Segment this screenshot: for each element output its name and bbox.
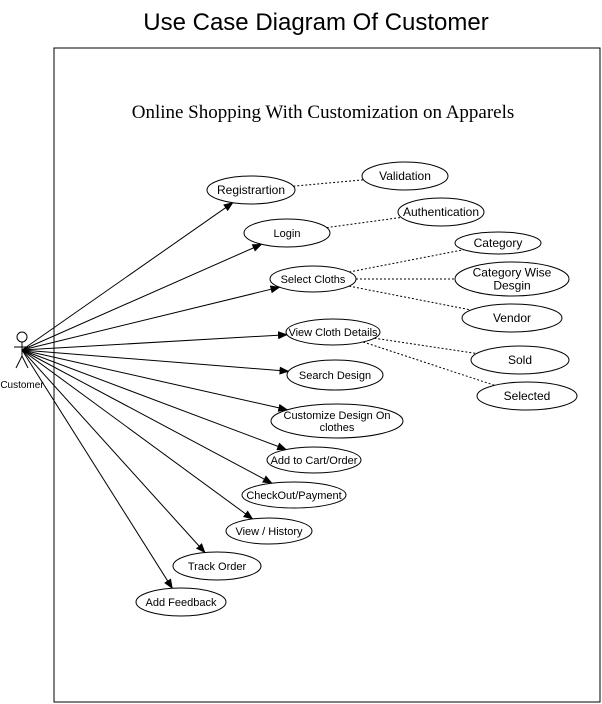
use-case-label: Category xyxy=(474,236,523,250)
use-case-ellipse xyxy=(172,551,262,581)
use-case-label: CheckOut/Payment xyxy=(246,490,341,502)
use-case-label: Authentication xyxy=(403,205,479,219)
actor-left-leg xyxy=(15,355,23,369)
actor-head xyxy=(16,331,28,343)
dependency-view-cloth-details-to-selected xyxy=(363,341,495,386)
use-case-login: Login xyxy=(243,218,331,248)
dependency-select-cloths-to-vendor xyxy=(349,285,472,311)
dependency-login-to-authentication xyxy=(326,216,402,229)
actor-customer: Customer xyxy=(0,331,44,391)
use-case-ellipse xyxy=(461,303,563,333)
connector-layer xyxy=(21,179,495,590)
use-case-label: Add Feedback xyxy=(146,597,217,609)
use-case-ellipse xyxy=(241,481,347,509)
use-case-label: Add to Cart/Order xyxy=(271,455,358,467)
use-case-checkout: CheckOut/Payment xyxy=(241,481,347,509)
use-case-ellipse xyxy=(206,175,296,205)
association-arrow-registration xyxy=(21,202,234,351)
association-arrow-add-to-cart xyxy=(21,349,288,451)
use-case-selected: Selected xyxy=(476,381,578,411)
use-case-ellipse xyxy=(286,359,384,391)
dependency-select-cloths-to-category xyxy=(349,249,464,273)
use-case-label: clothes xyxy=(320,422,355,434)
use-case-validation: Validation xyxy=(361,161,449,191)
use-case-label: View Cloth Details xyxy=(288,327,378,339)
use-case-ellipse xyxy=(361,161,449,191)
association-arrow-view-cloth-details xyxy=(21,331,288,351)
use-case-authentication: Authentication xyxy=(397,197,485,227)
use-case-select-cloths: Select Cloths xyxy=(269,265,357,293)
association-arrow-checkout xyxy=(21,349,273,484)
use-case-label: Vendor xyxy=(493,311,531,325)
use-case-label: Validation xyxy=(379,169,431,183)
association-arrow-login xyxy=(21,243,263,351)
use-case-ellipse xyxy=(476,381,578,411)
use-case-ellipse xyxy=(269,265,357,293)
use-case-ellipse xyxy=(225,517,313,545)
use-case-label: Category Wise xyxy=(473,266,552,280)
use-case-ellipse xyxy=(470,345,570,375)
use-case-add-to-cart: Add to Cart/Order xyxy=(266,446,362,474)
use-case-view-history: View / History xyxy=(225,517,313,545)
use-case-label: Customize Design On xyxy=(284,410,391,422)
association-arrow-search-design xyxy=(21,349,290,375)
association-arrow-customize-design xyxy=(21,349,289,412)
use-case-label: Search Design xyxy=(299,370,371,382)
use-case-vendor: Vendor xyxy=(461,303,563,333)
use-case-ellipse xyxy=(135,587,227,617)
dependency-registration-to-validation xyxy=(293,179,364,187)
use-case-ellipse xyxy=(454,231,542,255)
use-case-ellipse xyxy=(270,403,404,439)
system-title: Online Shopping With Customization on Ap… xyxy=(132,102,515,123)
use-case-label: Track Order xyxy=(188,561,247,573)
dependency-view-cloth-details-to-sold xyxy=(374,337,477,354)
use-case-view-cloth-details: View Cloth Details xyxy=(285,318,381,346)
use-case-ellipse xyxy=(397,197,485,227)
use-case-label: Desgin xyxy=(493,279,530,293)
association-arrow-select-cloths xyxy=(21,285,281,351)
association-arrow-add-feedback xyxy=(21,349,173,590)
use-case-ellipse xyxy=(285,318,381,346)
use-case-label: Select Cloths xyxy=(281,274,346,286)
use-case-label: View / History xyxy=(235,526,303,538)
use-case-label: Login xyxy=(274,228,301,240)
use-case-sold: Sold xyxy=(470,345,570,375)
use-case-track-order: Track Order xyxy=(172,551,262,581)
association-arrow-track-order xyxy=(21,349,206,554)
diagram-title: Use Case Diagram Of Customer xyxy=(143,9,488,36)
actor-label: Customer xyxy=(0,380,44,391)
use-case-registration: Registrartion xyxy=(206,175,296,205)
use-case-add-feedback: Add Feedback xyxy=(135,587,227,617)
actor-right-leg xyxy=(21,355,29,369)
use-case-ellipse xyxy=(266,446,362,474)
use-case-ellipse xyxy=(243,218,331,248)
use-case-category: Category xyxy=(454,231,542,255)
system-boundary xyxy=(53,47,601,703)
association-arrow-view-history xyxy=(21,349,254,520)
use-case-search-design: Search Design xyxy=(286,359,384,391)
use-case-label: Selected xyxy=(504,389,551,403)
use-case-label: Sold xyxy=(508,353,532,367)
use-case-ellipse xyxy=(454,261,570,297)
use-case-label: Registrartion xyxy=(217,183,285,197)
